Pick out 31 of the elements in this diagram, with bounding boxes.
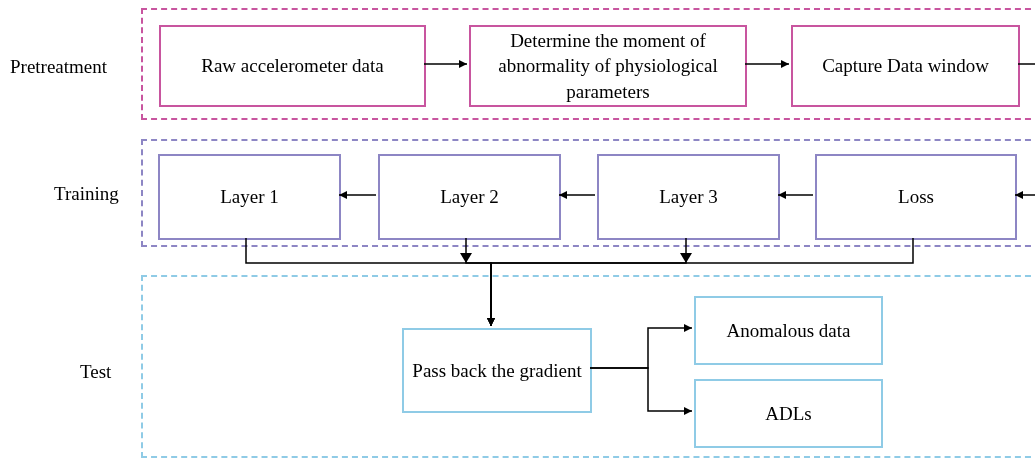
process-box — [378, 154, 561, 240]
arrow — [744, 60, 790, 68]
process-box — [159, 25, 426, 107]
arrow — [589, 367, 693, 415]
group-label: Test — [80, 362, 112, 381]
arrow — [777, 191, 814, 199]
arrow — [487, 237, 914, 327]
box-label: Layer 3 — [659, 185, 718, 210]
arrow — [423, 60, 468, 68]
process-box — [597, 154, 780, 240]
arrow — [338, 191, 377, 199]
box-label: Capture Data window — [822, 54, 989, 79]
group-label: Training — [54, 184, 119, 203]
process-box — [694, 379, 883, 448]
process-box — [694, 296, 883, 365]
process-box — [402, 328, 592, 413]
box-label: Pass back the gradient — [412, 358, 582, 383]
process-box — [791, 25, 1020, 107]
box-label: Determine the moment of abnormality of physiological parameters — [497, 28, 719, 104]
process-box — [815, 154, 1017, 240]
group-label: Pretreatment — [10, 57, 108, 76]
process-box — [158, 154, 341, 240]
box-label: Raw accelerometer data — [201, 54, 384, 79]
box-label: Loss — [898, 185, 934, 210]
box-label: Layer 2 — [440, 185, 499, 210]
arrow — [558, 191, 596, 199]
box-label: Layer 1 — [220, 185, 279, 210]
box-label: ADLs — [765, 401, 812, 426]
arrow — [1014, 191, 1035, 199]
process-box — [469, 25, 747, 107]
box-label: Anomalous data — [726, 318, 851, 343]
